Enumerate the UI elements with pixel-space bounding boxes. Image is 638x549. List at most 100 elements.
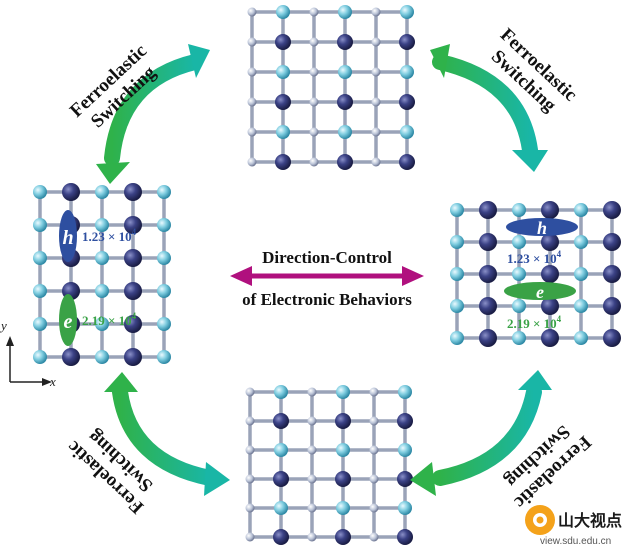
electron-symbol: e	[536, 282, 544, 302]
atom-small	[245, 387, 255, 397]
atom-light	[33, 185, 47, 199]
atom-dark	[62, 348, 80, 366]
atom-light	[574, 331, 588, 345]
atom-light	[157, 218, 171, 232]
atom-dark	[124, 183, 142, 201]
hole-symbol: h	[62, 227, 73, 249]
atom-light	[574, 299, 588, 313]
atom-small	[307, 416, 317, 426]
atom-dark	[397, 471, 413, 487]
atom-small	[309, 157, 319, 167]
atom-small	[245, 503, 255, 513]
atom-dark	[124, 282, 142, 300]
atom-light	[336, 443, 350, 457]
atom-light	[400, 65, 414, 79]
atom-light	[512, 203, 526, 217]
left-electron-label: e 2.19 × 104	[59, 294, 137, 346]
atom-light	[157, 251, 171, 265]
direction-control-arrow	[230, 266, 424, 286]
atom-dark	[479, 329, 497, 347]
atom-small	[369, 387, 379, 397]
atom-small	[247, 67, 257, 77]
atom-dark	[603, 265, 621, 283]
atom-dark	[273, 529, 289, 545]
atom-light	[157, 284, 171, 298]
atom-light	[33, 284, 47, 298]
right-electron-label: e 2.19 × 104	[504, 282, 576, 331]
atom-light	[157, 185, 171, 199]
switch-label-top-right: Ferroelastic Switching	[487, 24, 581, 116]
atom-light	[274, 385, 288, 399]
atom-light	[157, 317, 171, 331]
atom-small	[371, 7, 381, 17]
atom-small	[371, 157, 381, 167]
curved-arrow-top-right	[430, 44, 548, 172]
atom-light	[95, 317, 109, 331]
atom-light	[95, 185, 109, 199]
atom-small	[309, 127, 319, 137]
right-hole-label: h 1.23 × 104	[506, 218, 578, 266]
atom-dark	[337, 94, 353, 110]
atom-small	[245, 416, 255, 426]
atom-dark	[273, 471, 289, 487]
atom-dark	[479, 265, 497, 283]
atom-small	[309, 37, 319, 47]
atom-light	[95, 218, 109, 232]
atom-small	[369, 532, 379, 542]
curved-arrow-bottom-right	[410, 370, 552, 496]
atom-light	[33, 350, 47, 364]
atom-small	[371, 127, 381, 137]
atom-small	[307, 445, 317, 455]
atom-small	[245, 474, 255, 484]
atom-light	[512, 267, 526, 281]
atom-light	[157, 350, 171, 364]
curved-arrow-top-left	[96, 44, 210, 184]
atom-dark	[399, 154, 415, 170]
atom-dark	[603, 201, 621, 219]
atom-small	[309, 7, 319, 17]
atom-dark	[603, 297, 621, 315]
lattice-top	[247, 5, 415, 170]
atom-small	[247, 37, 257, 47]
atom-dark	[335, 413, 351, 429]
electron-symbol: e	[64, 311, 73, 333]
atom-dark	[603, 329, 621, 347]
atom-light	[574, 267, 588, 281]
atom-small	[245, 532, 255, 542]
atom-small	[371, 67, 381, 77]
atom-small	[369, 416, 379, 426]
atom-light	[574, 235, 588, 249]
atom-small	[247, 127, 257, 137]
atom-dark	[337, 154, 353, 170]
atom-small	[369, 474, 379, 484]
atom-dark	[397, 413, 413, 429]
atom-small	[369, 445, 379, 455]
atom-small	[307, 387, 317, 397]
atom-light	[512, 235, 526, 249]
atom-dark	[397, 529, 413, 545]
atom-dark	[62, 183, 80, 201]
center-title-line1: Direction-Control	[262, 248, 392, 267]
hole-mobility: 1.23 × 104	[82, 227, 137, 244]
atom-light	[276, 65, 290, 79]
atom-small	[245, 445, 255, 455]
atom-dark	[124, 315, 142, 333]
atom-light	[400, 125, 414, 139]
atom-small	[247, 7, 257, 17]
atom-light	[338, 5, 352, 19]
atom-light	[398, 385, 412, 399]
atom-small	[371, 37, 381, 47]
atom-light	[274, 501, 288, 515]
center-title-line2: of Electronic Behaviors	[242, 290, 412, 309]
atom-light	[338, 125, 352, 139]
atom-light	[450, 267, 464, 281]
atom-dark	[479, 233, 497, 251]
watermark-url: view.sdu.edu.cn	[540, 536, 611, 547]
atom-dark	[541, 201, 559, 219]
atom-dark	[541, 329, 559, 347]
atom-light	[33, 251, 47, 265]
switch-label-bottom-left: Ferroelastic Switching	[63, 425, 157, 517]
x-axis-label: x	[49, 374, 56, 389]
atom-light	[450, 299, 464, 313]
atom-dark	[273, 413, 289, 429]
